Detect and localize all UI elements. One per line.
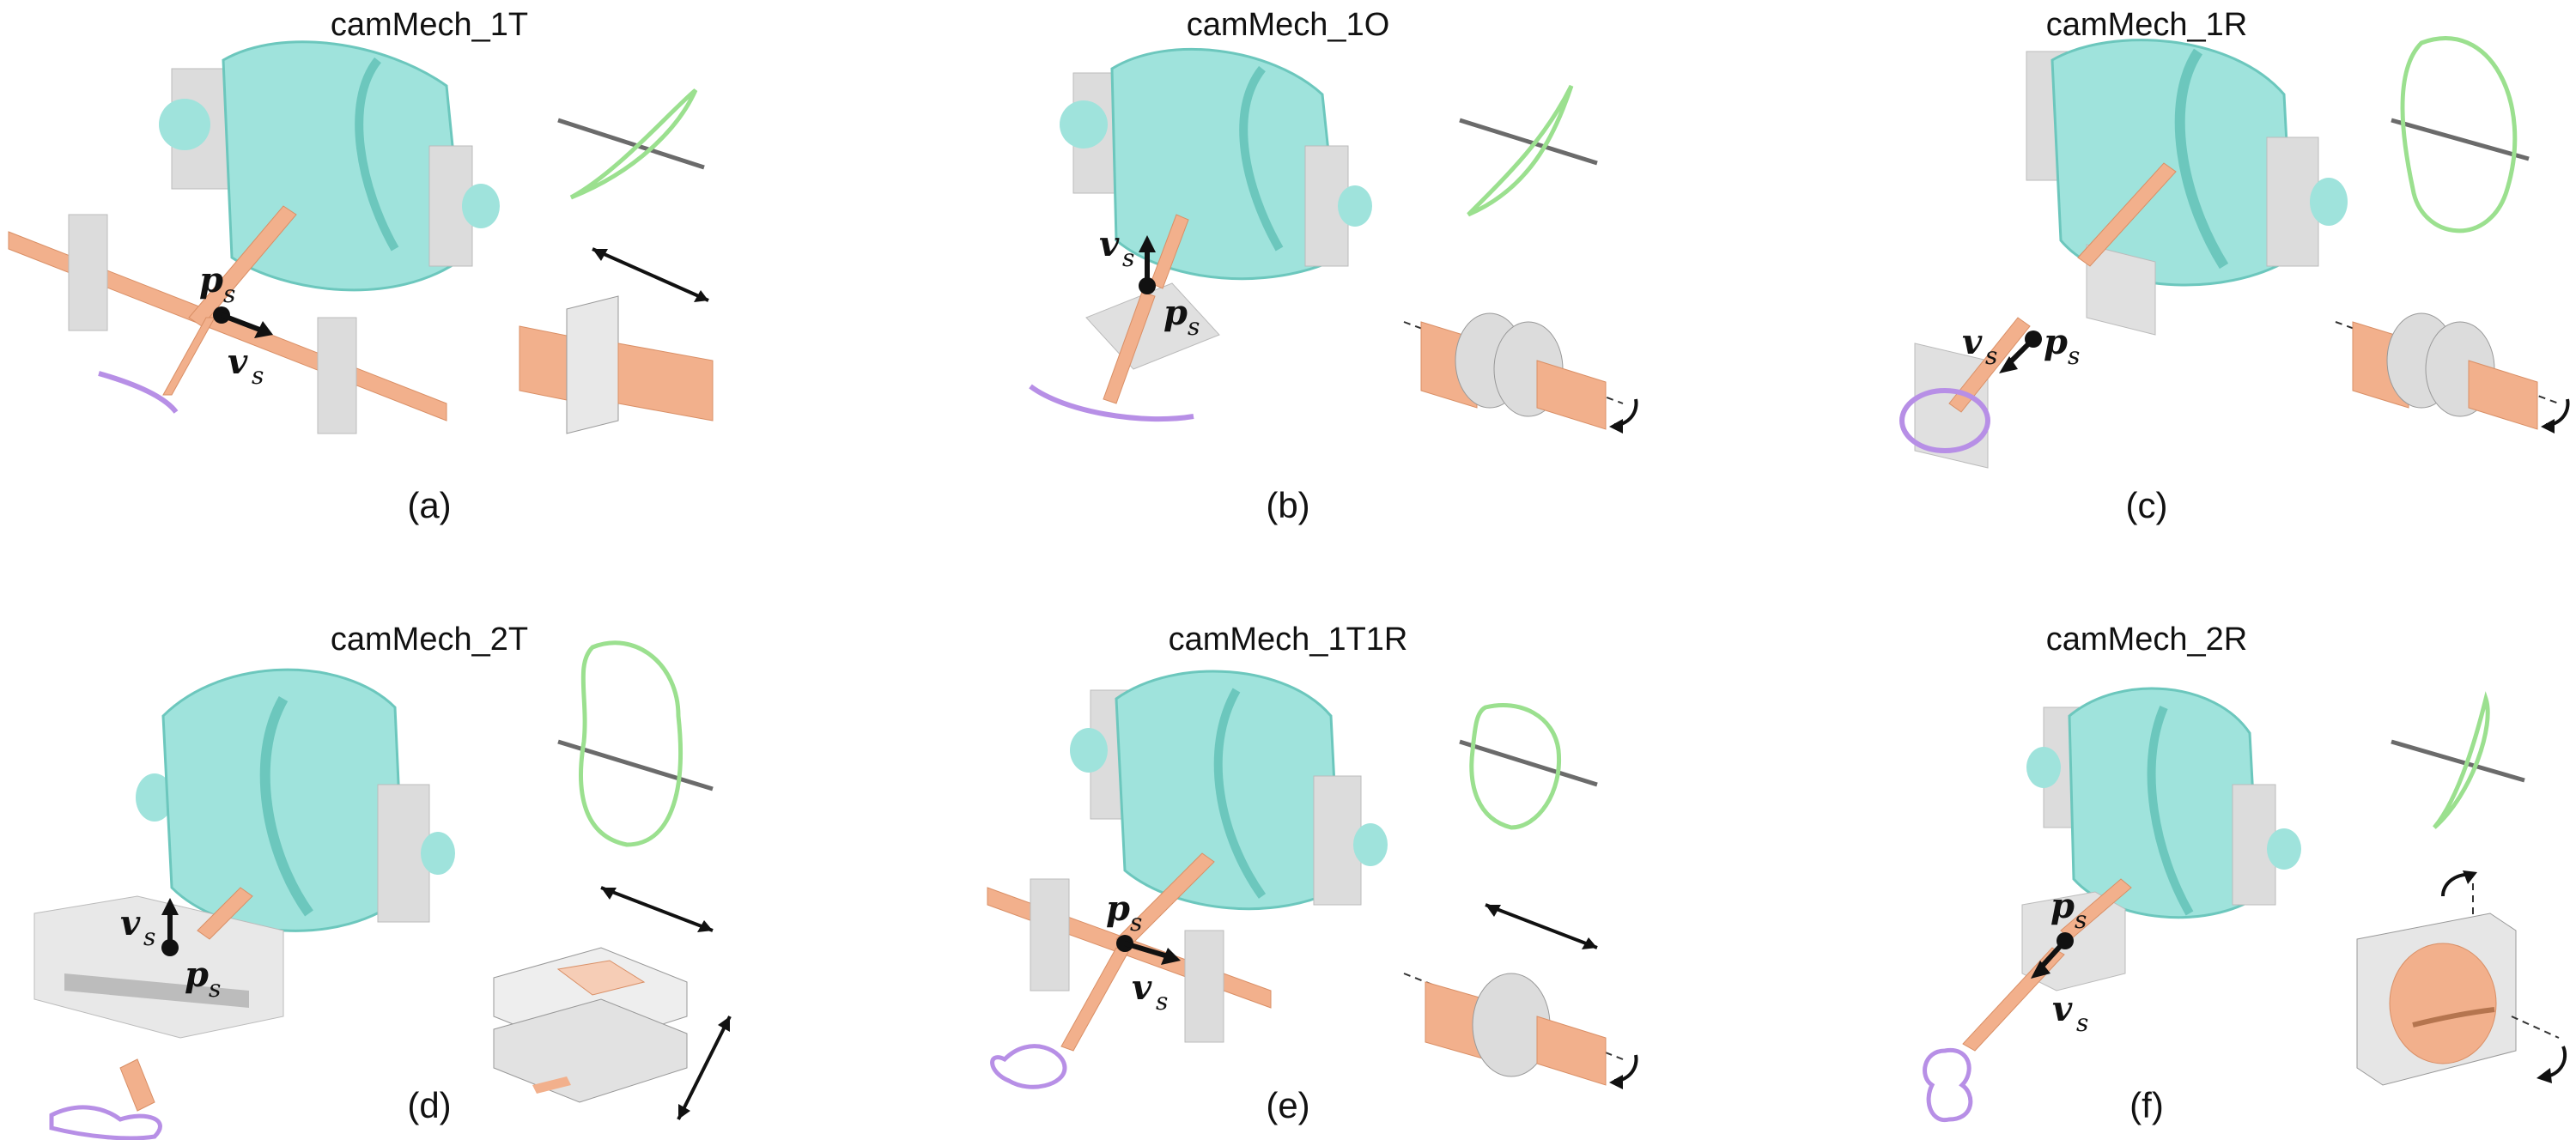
vector-p-subscript: s (2075, 906, 2087, 934)
follower-assembly (1923, 878, 2132, 1123)
panel-label: (b) (1266, 485, 1310, 525)
panel-title: camMech_1R (2045, 7, 2248, 43)
cam-drum (159, 40, 500, 292)
vector-p-label: p (199, 260, 223, 300)
trace-plot (2391, 36, 2530, 233)
vector-p-label: p (2050, 886, 2075, 926)
panel-label: (a) (407, 485, 452, 525)
vector-v-label: v (1962, 322, 1983, 362)
trace-plot (557, 88, 705, 200)
panel-label: (c) (2125, 485, 2168, 525)
vector-v-label: v (2052, 989, 2073, 1029)
mechanism-illustration: v s p s (1029, 48, 1638, 434)
translation-rotation-joint-icon (1403, 903, 1638, 1089)
trace-plot (1459, 702, 1598, 830)
spherical-joint-icon (2356, 870, 2567, 1086)
vector-p-subscript: s (223, 280, 235, 308)
panel-cammech-2r: camMech_2R p s v s (1717, 570, 2576, 1140)
cam-drum (1070, 670, 1388, 911)
rotation-joint-icon (2335, 312, 2570, 434)
vector-p-label: p (2044, 322, 2068, 362)
vector-v-label: v (1099, 224, 1120, 264)
vector-p-subscript: s (2068, 342, 2080, 370)
vector-v-subscript: s (1122, 244, 1134, 272)
planar-joint-icon (493, 886, 732, 1120)
cam-drum (2026, 39, 2348, 287)
panel-label: (f) (2129, 1085, 2164, 1125)
translation-joint-icon (519, 247, 714, 434)
vector-p-subscript: s (209, 974, 221, 1003)
mechanism-illustration: v s p s (33, 640, 732, 1140)
mechanism-illustration: p s v s (1923, 687, 2567, 1123)
vector-p-label: p (185, 955, 209, 995)
panel-title: camMech_2R (2045, 622, 2248, 658)
trace-plot (1459, 84, 1598, 217)
velocity-arrow (220, 312, 264, 333)
mechanism-illustration: p s v s (8, 40, 714, 434)
velocity-arrow (1124, 941, 1169, 959)
vector-p-label: p (1163, 293, 1188, 333)
follower-assembly (1029, 214, 1220, 422)
mechanism-illustration: v s p s (1899, 36, 2570, 469)
panel-label: (e) (1266, 1085, 1310, 1125)
velocity-arrow (2037, 938, 2068, 972)
rotation-joint-icon (1403, 312, 1638, 434)
panel-cammech-1o: camMech_1O v s p s (859, 0, 1717, 570)
follower-assembly (33, 887, 284, 1140)
cam-drum (136, 668, 455, 932)
vector-v-label: v (1132, 967, 1152, 1008)
panel-cammech-1r: camMech_1R v s p s (1717, 0, 2576, 570)
vector-v-label: v (120, 903, 141, 943)
vector-p-subscript: s (1188, 312, 1200, 341)
mechanism-illustration: p s v s (987, 670, 1638, 1089)
vector-v-subscript: s (252, 361, 264, 390)
vector-v-subscript: s (1156, 987, 1168, 1016)
cam-drum (1060, 48, 1372, 281)
vector-v-subscript: s (2076, 1009, 2088, 1037)
vector-v-subscript: s (143, 923, 155, 951)
panel-cammech-2t: camMech_2T v s p s (0, 570, 859, 1140)
panel-title: camMech_1T1R (1168, 622, 1408, 658)
panel-cammech-1t1r: camMech_1T1R p s v s (859, 570, 1717, 1140)
panel-title: camMech_1O (1186, 7, 1390, 43)
trace-plot (2391, 691, 2525, 829)
vector-v-label: v (228, 342, 248, 382)
vector-p-subscript: s (1130, 908, 1142, 937)
follower-assembly (1899, 162, 2177, 469)
follower-assembly (8, 205, 447, 434)
panel-title: camMech_1T (330, 7, 529, 43)
cam-drum (2026, 687, 2301, 919)
panel-label: (d) (407, 1085, 452, 1125)
panel-title: camMech_2T (330, 622, 529, 658)
vector-p-label: p (1106, 888, 1130, 929)
vector-v-subscript: s (1985, 342, 1997, 370)
trace-plot (557, 640, 714, 847)
panel-cammech-1t: camMech_1T p s v s (0, 0, 859, 570)
